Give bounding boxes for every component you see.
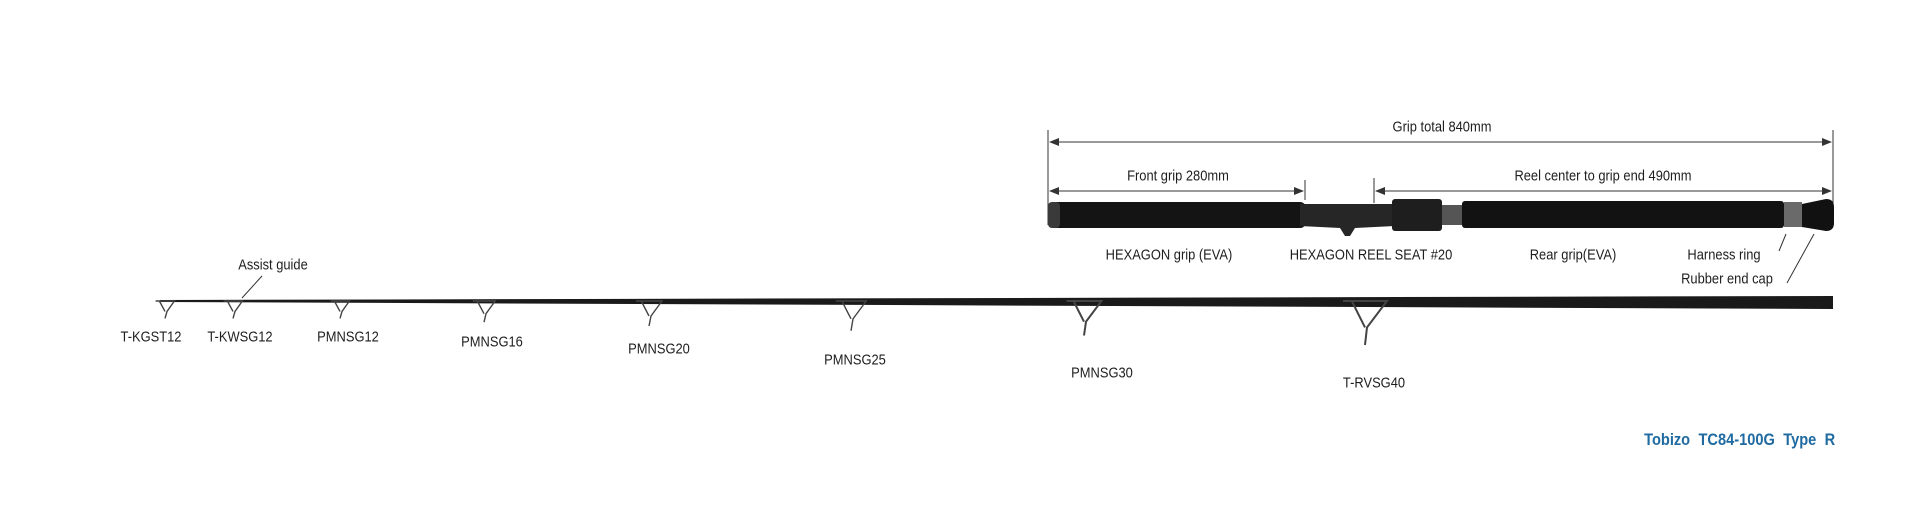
guide-pmnsg16 xyxy=(472,300,497,323)
harness-ring xyxy=(1784,202,1802,227)
guide-label: PMNSG30 xyxy=(1071,364,1133,382)
dimension-front-grip xyxy=(1049,180,1306,200)
guide-label: PMNSG20 xyxy=(628,340,690,358)
reel-seat xyxy=(1300,204,1395,236)
rear-grip xyxy=(1462,201,1784,228)
guide-pmnsg12 xyxy=(330,300,351,319)
guide-t-rvsg40 xyxy=(1343,300,1390,346)
guide-label: PMNSG25 xyxy=(824,351,886,369)
reel-center-label: Reel center to grip end 490mm xyxy=(1514,167,1692,185)
model-title: Tobizo TC84-100G Type R xyxy=(1643,430,1835,449)
rod-blank xyxy=(160,296,1833,309)
reel-seat-label: HEXAGON REEL SEAT #20 xyxy=(1289,246,1453,264)
guide-t-kgst12 xyxy=(155,300,176,319)
rear-grip-label: Rear grip(EVA) xyxy=(1529,246,1617,264)
grip-assembly xyxy=(1048,199,1834,236)
guide-label: PMNSG12 xyxy=(317,328,379,346)
dimension-reel-center xyxy=(1373,178,1832,203)
grip-total-label: Grip total 840mm xyxy=(1392,118,1492,136)
front-grip-label: Front grip 280mm xyxy=(1127,167,1229,185)
harness-ring-label: Harness ring xyxy=(1687,246,1761,264)
rubber-end-cap xyxy=(1802,199,1834,231)
guide-t-kwsg12 xyxy=(223,300,244,319)
end-cap-label: Rubber end cap xyxy=(1681,270,1773,288)
guide-pmnsg25 xyxy=(835,300,868,331)
guide-label: T-RVSG40 xyxy=(1342,374,1406,392)
guide-label: T-KGST12 xyxy=(120,328,182,346)
assist-guide-label: Assist guide xyxy=(238,256,308,274)
guide-label: T-KWSG12 xyxy=(207,328,273,346)
guides xyxy=(155,300,1390,346)
hexagon-grip-label: HEXAGON grip (EVA) xyxy=(1105,246,1233,264)
guide-label: PMNSG16 xyxy=(461,333,523,351)
front-grip xyxy=(1048,202,1306,228)
guide-pmnsg20 xyxy=(636,300,664,327)
guide-pmnsg30 xyxy=(1066,300,1104,336)
